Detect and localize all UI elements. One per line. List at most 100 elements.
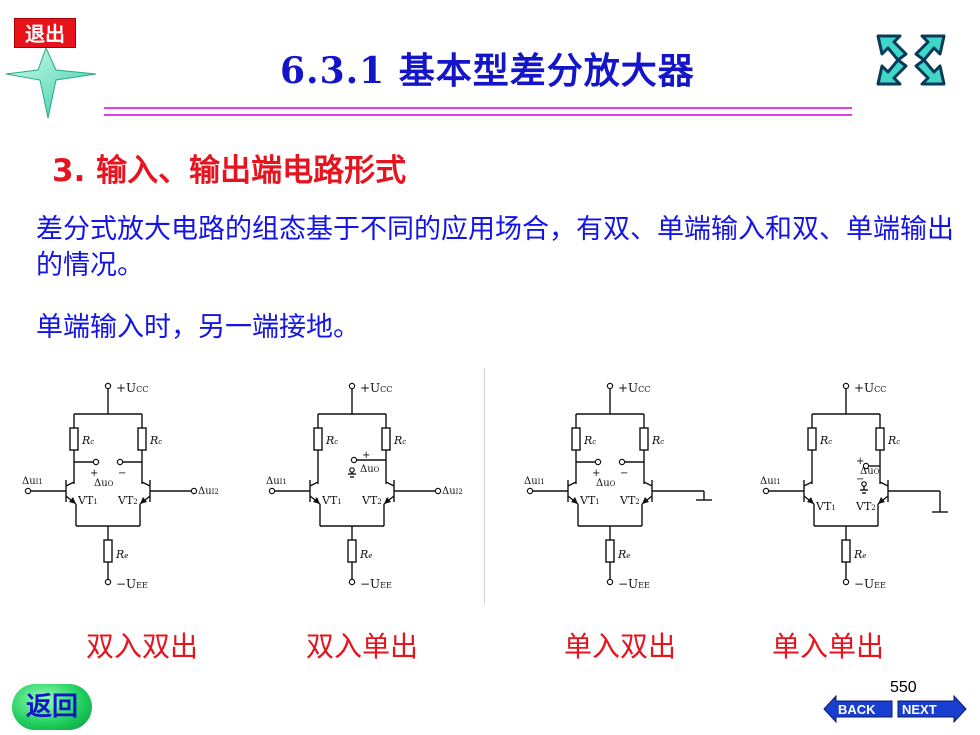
page-title: 6.3.1 基本型差分放大器	[280, 50, 695, 92]
compass-star-icon	[5, 46, 97, 119]
vee-subscript: EE	[638, 581, 650, 590]
svg-text:ΔuI1: ΔuI1	[266, 476, 287, 487]
vt1-subscript: 1	[831, 504, 835, 512]
vee-label: −U	[116, 577, 136, 591]
re-label: R	[115, 548, 124, 561]
vt2-label: VT	[117, 494, 134, 507]
output-plus: +	[362, 450, 370, 461]
uo-subscript: O	[874, 468, 880, 476]
output-plus: +	[592, 468, 600, 479]
vt1-label: VT	[579, 494, 596, 507]
vee-label: −U	[618, 577, 638, 591]
exit-button[interactable]: 退出	[14, 18, 76, 48]
panel-divider	[484, 368, 485, 604]
uo-subscript: O	[108, 480, 114, 488]
rc-left-label: R	[819, 434, 828, 447]
vt2-subscript: 2	[635, 498, 639, 506]
output-minus: −	[620, 468, 628, 479]
title-underline	[104, 107, 852, 116]
svg-text:VT1: VT1	[579, 494, 600, 507]
expand-arrows-icon[interactable]	[874, 30, 948, 90]
svg-text:−UEE: −UEE	[618, 577, 650, 591]
vt2-subscript: 2	[133, 498, 137, 506]
ui2-label: Δu	[198, 486, 212, 497]
rc-left-label: R	[583, 434, 592, 447]
ui1-label: Δu	[22, 476, 36, 487]
svg-text:ΔuO: ΔuO	[596, 478, 616, 489]
ui1-label: Δu	[760, 476, 774, 487]
ui2-subscript: I2	[456, 488, 463, 496]
re-subscript: e	[862, 552, 866, 560]
output-plus: +	[90, 468, 98, 479]
svg-text:ΔuI2: ΔuI2	[198, 486, 219, 497]
svg-text:ΔuI1: ΔuI1	[760, 476, 781, 487]
svg-text:Rc: Rc	[393, 434, 406, 447]
svg-text:Rc: Rc	[325, 434, 338, 447]
svg-text:+UCC: +UCC	[360, 381, 392, 395]
output-minus: −	[856, 474, 864, 485]
svg-text:+UCC: +UCC	[116, 381, 148, 395]
vcc-label: +U	[854, 381, 874, 395]
ui1-subscript: I1	[538, 478, 545, 486]
re-subscript: e	[626, 552, 630, 560]
vee-label: −U	[854, 577, 874, 591]
rc-right-subscript: c	[402, 438, 406, 446]
ui1-subscript: I1	[280, 478, 287, 486]
page-number: 550	[890, 679, 917, 696]
rc-right-label: R	[887, 434, 896, 447]
vt1-subscript: 1	[93, 498, 97, 506]
re-label: R	[359, 548, 368, 561]
uo-subscript: O	[374, 466, 380, 474]
vee-label: −U	[360, 577, 380, 591]
rc-left-label: R	[81, 434, 90, 447]
vt2-subscript: 2	[377, 498, 381, 506]
vt1-subscript: 1	[337, 498, 341, 506]
svg-text:VT1: VT1	[321, 494, 342, 507]
ui2-label: Δu	[442, 486, 456, 497]
rc-left-label: R	[325, 434, 334, 447]
uo-label: Δu	[94, 478, 108, 489]
rc-right-label: R	[149, 434, 158, 447]
vt2-subscript: 2	[871, 504, 875, 512]
rc-left-subscript: c	[592, 438, 596, 446]
vt1-subscript: 1	[595, 498, 599, 506]
back-label: BACK	[838, 702, 876, 717]
svg-text:VT1: VT1	[815, 500, 836, 513]
vcc-subscript: CC	[136, 385, 148, 394]
vcc-subscript: CC	[638, 385, 650, 394]
vcc-label: +U	[116, 381, 136, 395]
svg-text:Rc: Rc	[149, 434, 162, 447]
vt1-label: VT	[321, 494, 338, 507]
rc-left-subscript: c	[90, 438, 94, 446]
vt2-label: VT	[361, 494, 378, 507]
re-subscript: e	[124, 552, 128, 560]
uo-label: Δu	[860, 466, 874, 477]
return-button[interactable]: 返回	[12, 684, 92, 730]
re-label: R	[617, 548, 626, 561]
next-label: NEXT	[902, 702, 937, 717]
svg-text:+UCC: +UCC	[854, 381, 886, 395]
vcc-label: +U	[618, 381, 638, 395]
vee-subscript: EE	[380, 581, 392, 590]
svg-text:Rc: Rc	[81, 434, 94, 447]
svg-text:−UEE: −UEE	[116, 577, 148, 591]
ui1-label: Δu	[266, 476, 280, 487]
svg-text:Rc: Rc	[887, 434, 900, 447]
output-plus: +	[856, 456, 864, 467]
caption-single-in-single-out: 单入单出	[772, 630, 885, 663]
rc-right-subscript: c	[660, 438, 664, 446]
svg-text:VT2: VT2	[619, 494, 640, 507]
svg-text:−UEE: −UEE	[854, 577, 886, 591]
svg-text:Re: Re	[853, 548, 866, 561]
uo-subscript: O	[610, 480, 616, 488]
vee-subscript: EE	[136, 581, 148, 590]
ui1-subscript: I1	[774, 478, 781, 486]
svg-text:VT2: VT2	[855, 500, 876, 513]
circuit-double-in-double-out: +UCC −UEE Rc Rc Re VT1 VT2 + − ΔuO ΔuI1 …	[22, 381, 219, 591]
svg-text:Re: Re	[617, 548, 630, 561]
re-subscript: e	[368, 552, 372, 560]
next-button[interactable]: NEXT	[896, 694, 968, 724]
caption-double-in-single-out: 双入单出	[306, 630, 419, 663]
back-button[interactable]: BACK	[822, 694, 894, 724]
caption-double-in-double-out: 双入双出	[86, 630, 199, 663]
